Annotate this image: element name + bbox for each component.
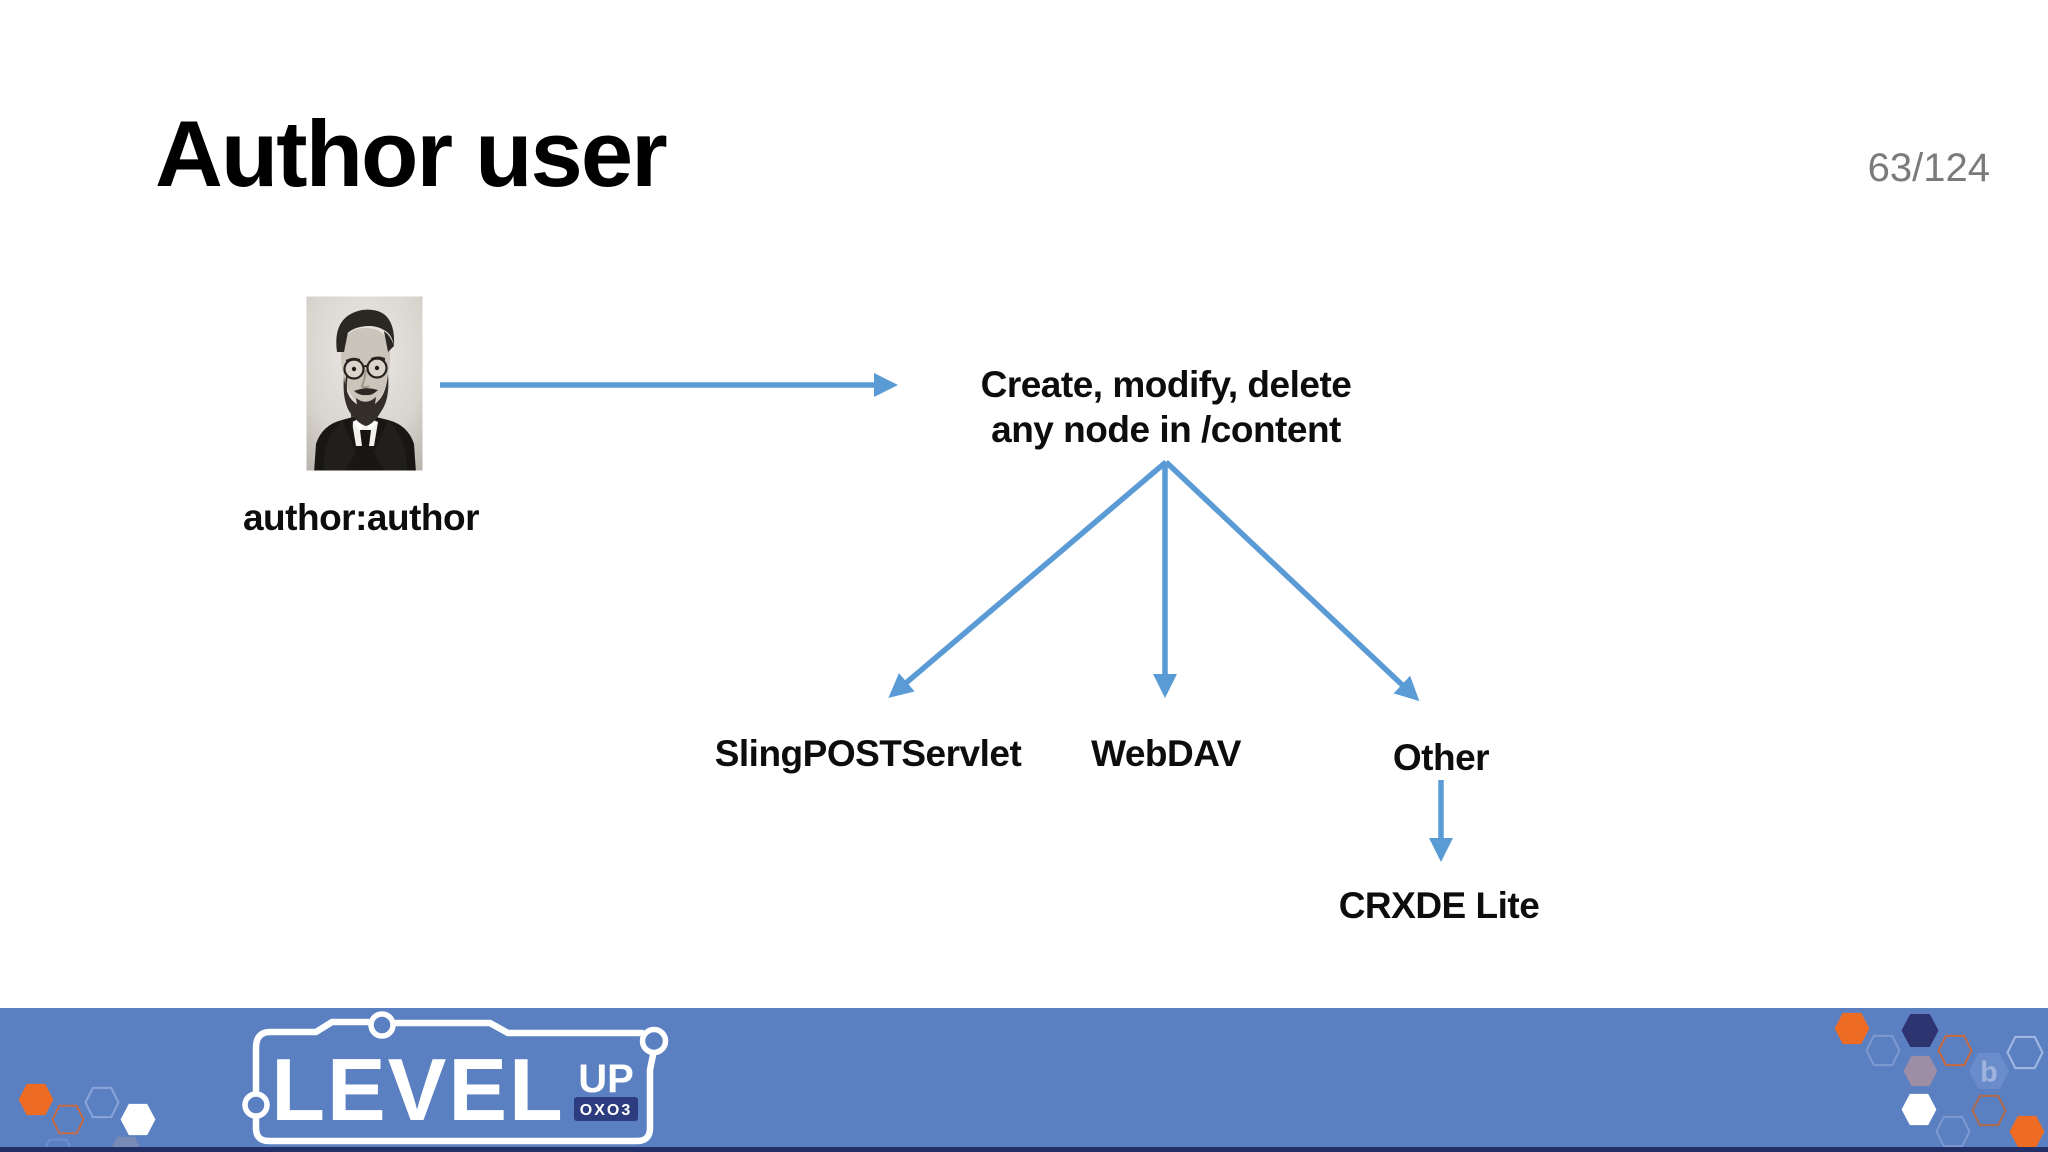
- hexagon-orange-icon: [1834, 1012, 1870, 1045]
- hexagon-white-icon: [120, 1103, 156, 1136]
- author-portrait: [303, 293, 426, 474]
- target-webdav: WebDAV: [1091, 733, 1241, 774]
- page-indicator: 63/124: [1867, 146, 1990, 190]
- arrow-action-to-other: [1164, 460, 1420, 702]
- hexagon-outline-orange-icon: [51, 1104, 85, 1135]
- logo-level-text: LEVEL: [271, 1040, 565, 1139]
- footer-band: LEVEL UP OXO3 b: [0, 1008, 2048, 1152]
- footer-bottom-strip: [0, 1147, 2048, 1152]
- logo-tag-text: OXO3: [580, 1102, 632, 1119]
- hexagon-white-icon: [1901, 1093, 1937, 1126]
- hexagon-mauve-icon: [1903, 1055, 1938, 1087]
- action-text: Create, modify, delete any node in /cont…: [946, 362, 1386, 452]
- hexagon-outline-blue-icon: [84, 1086, 120, 1119]
- action-text-line1: Create, modify, delete: [980, 364, 1352, 405]
- hexagon-outline-orange-icon: [1937, 1034, 1973, 1067]
- hexagon-reflection-icon: [42, 1138, 74, 1152]
- hexagon-outline-orange-icon: [1971, 1094, 2007, 1127]
- target-slingpostservlet: SlingPOSTServlet: [714, 733, 1022, 774]
- hexagon-b-watermark: b: [1968, 1053, 2010, 1089]
- logo-up-text: UP: [578, 1057, 634, 1101]
- hexagon-orange-icon: [2009, 1115, 2045, 1148]
- action-text-line2: any node in /content: [991, 409, 1341, 450]
- hexagon-outline-blue-icon: [1935, 1115, 1971, 1148]
- svg-text:b: b: [1980, 1057, 1997, 1089]
- arrow-action-to-sling: [888, 459, 1168, 698]
- page-title: Author user: [155, 101, 668, 206]
- hexagon-outline-blue-icon: [1865, 1034, 1901, 1067]
- actor-label: author:author: [242, 497, 480, 538]
- hexagon-outline-blue-icon: [2006, 1035, 2044, 1070]
- hexagon-orange-icon: [18, 1083, 54, 1116]
- hexagon-navy-icon: [1901, 1013, 1939, 1048]
- levelup-logo: LEVEL UP OXO3: [242, 1011, 669, 1145]
- target-other: Other: [1392, 737, 1490, 778]
- target-crxde-lite: CRXDE Lite: [1338, 885, 1540, 926]
